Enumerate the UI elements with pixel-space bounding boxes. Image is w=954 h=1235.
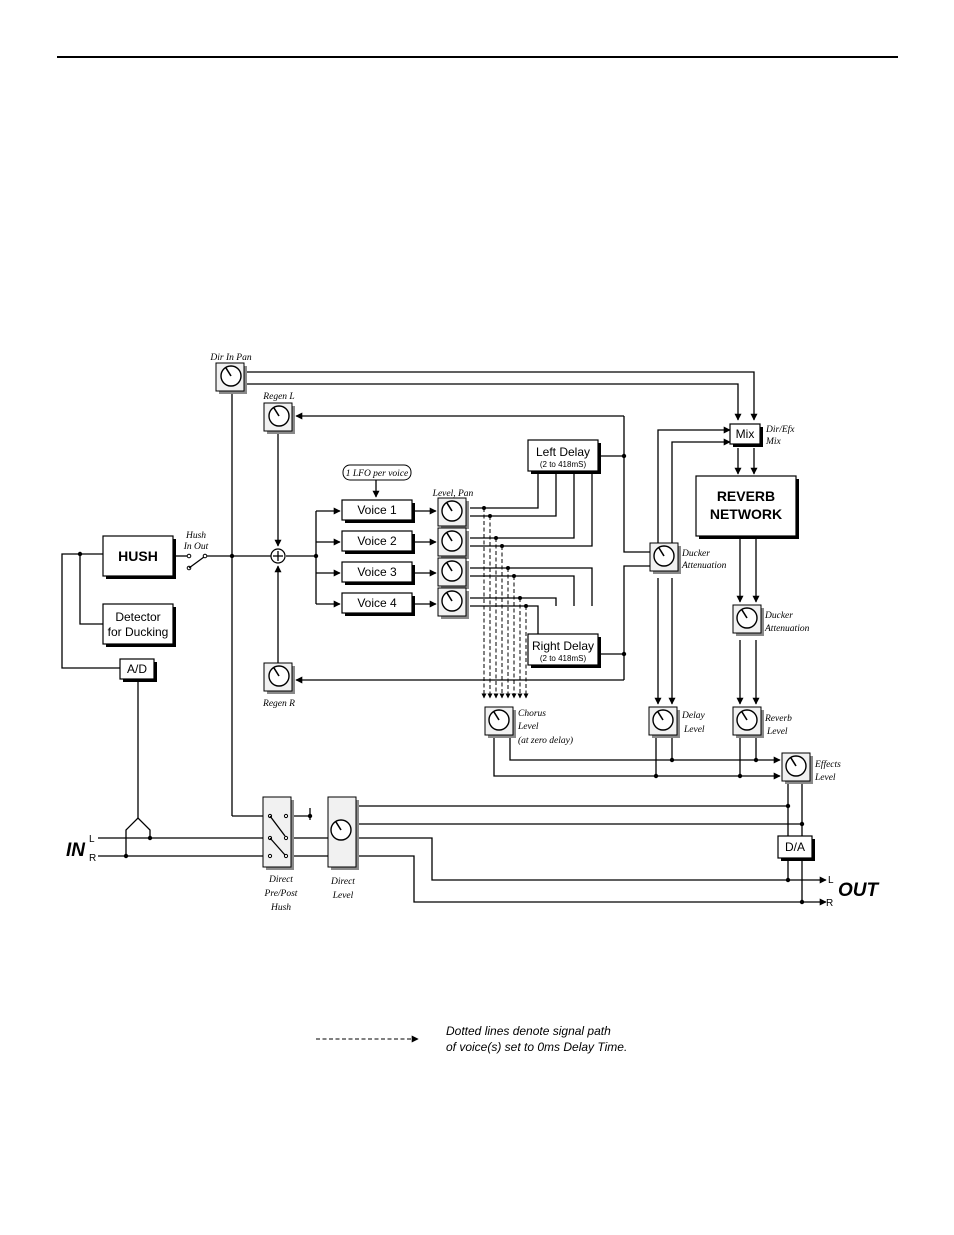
direct-prepost-label-1: Direct bbox=[268, 875, 293, 885]
level-pan-knob-1[interactable] bbox=[437, 497, 469, 529]
chorus-level-label-2: Level bbox=[517, 722, 539, 732]
right-delay-label: Right Delay bbox=[532, 639, 594, 653]
right-delay-range: (2 to 418mS) bbox=[540, 654, 587, 663]
lfo-bubble: 1 LFO per voice bbox=[342, 464, 412, 481]
reverb-level-knob[interactable] bbox=[732, 706, 764, 738]
left-delay-label: Left Delay bbox=[536, 445, 590, 459]
zero-delay-dotted-lines bbox=[481, 508, 529, 699]
lfo-label: 1 LFO per voice bbox=[346, 469, 409, 479]
ducker-attenuation-knob-b[interactable] bbox=[732, 604, 764, 636]
regen-l-knob[interactable] bbox=[263, 402, 295, 434]
out-l-label: L bbox=[828, 875, 834, 886]
ducker-attenuation-b-label-1: Ducker bbox=[764, 611, 793, 621]
level-pan-knob-2[interactable] bbox=[437, 527, 469, 559]
reverb-label-1: REVERB bbox=[717, 488, 775, 504]
chorus-level-knob[interactable] bbox=[484, 706, 516, 738]
regen-l-label: Regen L bbox=[262, 392, 294, 402]
dir-in-pan-knob[interactable] bbox=[215, 362, 247, 394]
out-r-label: R bbox=[826, 898, 833, 909]
hush-block: HUSH bbox=[102, 535, 176, 579]
left-delay-block: Left Delay (2 to 418mS) bbox=[527, 439, 601, 474]
in-r-label: R bbox=[89, 853, 96, 864]
voice-3-block: Voice 3 bbox=[341, 561, 415, 585]
voice-2-block: Voice 2 bbox=[341, 530, 415, 554]
in-label: IN bbox=[66, 840, 86, 861]
voice-1-block: Voice 1 bbox=[341, 499, 415, 523]
ducker-attenuation-knob-a[interactable] bbox=[649, 542, 681, 574]
right-delay-block: Right Delay (2 to 418mS) bbox=[527, 633, 601, 668]
level-pan-knob-3[interactable] bbox=[437, 557, 469, 589]
legend-line-2: of voice(s) set to 0ms Delay Time. bbox=[446, 1040, 627, 1054]
summing-junction bbox=[270, 548, 286, 564]
da-converter-block: D/A bbox=[777, 835, 815, 861]
detector-label-2: for Ducking bbox=[108, 625, 169, 639]
detector-block: Detector for Ducking bbox=[102, 603, 176, 647]
level-pan-label: Level, Pan bbox=[432, 489, 474, 499]
effects-level-knob[interactable] bbox=[781, 752, 813, 784]
reverb-network-block: REVERB NETWORK bbox=[695, 475, 799, 539]
direct-prepost-switch[interactable] bbox=[262, 796, 294, 870]
reverb-level-label-1: Reverb bbox=[764, 714, 792, 724]
detector-label-1: Detector bbox=[115, 610, 160, 624]
reverb-level-label-2: Level bbox=[766, 727, 788, 737]
voice-4-label: Voice 4 bbox=[357, 596, 397, 610]
hush-in-out-switch[interactable] bbox=[186, 553, 208, 571]
ad-converter-block: A/D bbox=[119, 658, 157, 682]
delay-level-label-2: Level bbox=[683, 725, 705, 735]
regen-r-knob[interactable] bbox=[263, 662, 295, 694]
dir-efx-mix-label-1: Dir/Efx bbox=[765, 424, 795, 435]
voice-2-label: Voice 2 bbox=[357, 534, 397, 548]
dir-in-pan-label: Dir In Pan bbox=[209, 353, 251, 363]
legend-line-1: Dotted lines denote signal path bbox=[446, 1024, 611, 1038]
voice-3-label: Voice 3 bbox=[357, 565, 397, 579]
dir-efx-mix-label-2: Mix bbox=[765, 437, 782, 447]
signal-wires bbox=[61, 371, 827, 1043]
da-label: D/A bbox=[785, 840, 805, 854]
direct-prepost-label-3: Hush bbox=[270, 903, 291, 913]
direct-prepost-label-2: Pre/Post bbox=[264, 889, 298, 899]
ducker-attenuation-b-label-2: Attenuation bbox=[764, 624, 810, 634]
level-pan-knob-4[interactable] bbox=[437, 587, 469, 619]
regen-r-label: Regen R bbox=[262, 699, 295, 709]
delay-level-knob[interactable] bbox=[648, 706, 680, 738]
direct-level-label-2: Level bbox=[332, 891, 354, 901]
direct-level-label-1: Direct bbox=[330, 877, 355, 887]
reverb-label-2: NETWORK bbox=[710, 506, 782, 522]
out-label: OUT bbox=[838, 880, 880, 901]
chorus-level-label-3: (at zero delay) bbox=[518, 735, 573, 746]
delay-level-label-1: Delay bbox=[681, 711, 705, 721]
voice-1-label: Voice 1 bbox=[357, 503, 397, 517]
mix-block: Mix bbox=[729, 423, 763, 447]
ad-label: A/D bbox=[127, 662, 147, 676]
hush-in-out-label-2: In Out bbox=[183, 542, 209, 552]
hush-label: HUSH bbox=[118, 548, 158, 564]
diagram-labels: Dir In Pan Regen L Regen R Hush In Out L… bbox=[66, 353, 880, 913]
chorus-level-label-1: Chorus bbox=[518, 709, 546, 719]
effects-level-label-1: Effects bbox=[814, 759, 841, 770]
hush-in-out-label-1: Hush bbox=[185, 531, 206, 541]
legend: Dotted lines denote signal path of voice… bbox=[446, 1024, 627, 1054]
ducker-attenuation-a-label-2: Attenuation bbox=[681, 561, 727, 571]
left-delay-range: (2 to 418mS) bbox=[540, 460, 587, 469]
direct-level-knob[interactable] bbox=[327, 796, 359, 870]
mix-label: Mix bbox=[736, 427, 755, 441]
voice-4-block: Voice 4 bbox=[341, 592, 415, 616]
effects-level-label-2: Level bbox=[814, 773, 836, 783]
in-l-label: L bbox=[89, 834, 95, 845]
junction-dots bbox=[77, 453, 805, 905]
ducker-attenuation-a-label-1: Ducker bbox=[681, 549, 710, 559]
